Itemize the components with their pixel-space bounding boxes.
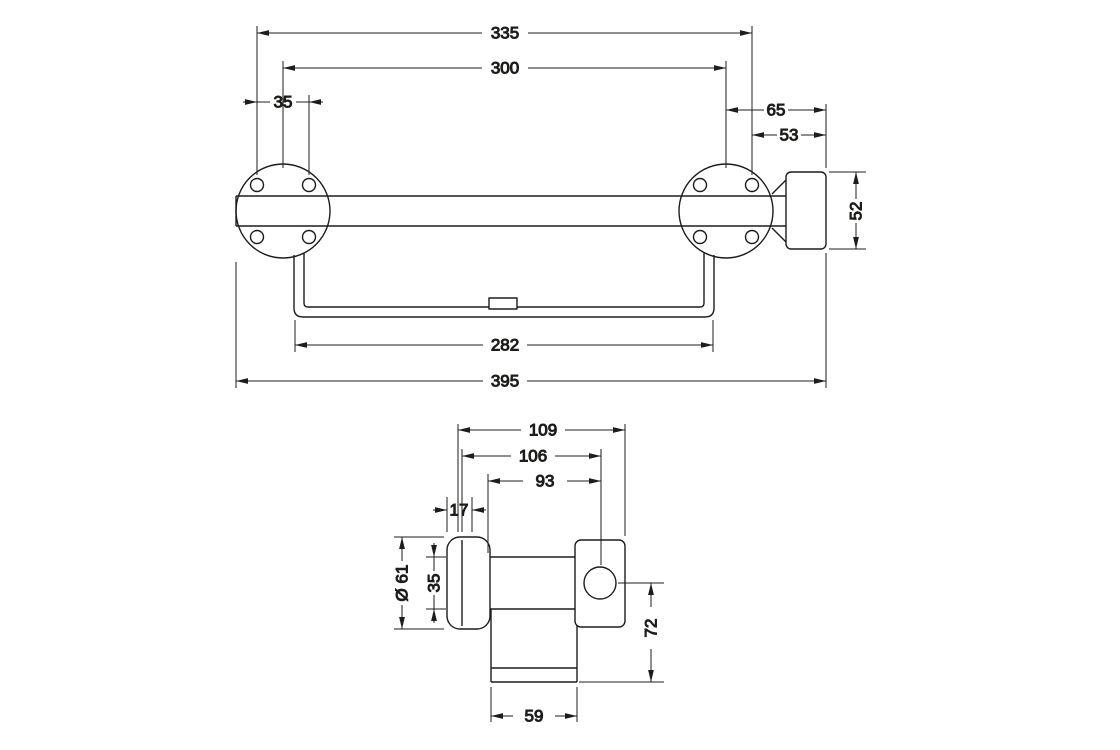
- dim-flange-centers: 300: [282, 58, 727, 168]
- dim-label-106: 106: [519, 447, 547, 466]
- dim-depth-overall: 109: [457, 420, 626, 536]
- screw-hole: [692, 177, 708, 193]
- screw-hole: [301, 177, 317, 193]
- dim-plate-height: 52: [829, 171, 866, 250]
- wall-plate: [785, 171, 827, 250]
- dim-label-395: 395: [491, 372, 519, 391]
- flange-plan-outline: [446, 536, 491, 630]
- holder-bracket: [574, 539, 626, 628]
- flange-outline: [678, 163, 774, 259]
- grab-bar-body: [235, 171, 827, 250]
- screw-hole: [301, 229, 317, 245]
- dim-label-59: 59: [525, 707, 544, 726]
- dim-label-72: 72: [642, 619, 661, 638]
- flange-outline: [235, 163, 331, 259]
- dim-label-93: 93: [536, 472, 555, 491]
- towel-rail: [293, 253, 715, 318]
- screw-hole: [692, 229, 708, 245]
- right-flange: [678, 163, 774, 259]
- dim-label-282: 282: [491, 336, 519, 355]
- dim-flange-thickness: 17: [433, 497, 486, 532]
- dim-hole-spacing: 35: [243, 92, 323, 175]
- rail-outer: [293, 255, 715, 318]
- dim-outer-holes: 335: [256, 23, 753, 175]
- bar-plan: [490, 556, 577, 610]
- rail-clamp: [488, 297, 518, 310]
- screw-hole: [249, 229, 265, 245]
- dim-end-inner: 53: [752, 125, 826, 145]
- screw-hole: [744, 229, 760, 245]
- adapter-chamfer-bottom: [771, 227, 787, 243]
- dim-label-52: 52: [847, 202, 866, 221]
- dim-end-offset: 65: [726, 100, 827, 168]
- dim-label-65: 65: [767, 101, 786, 120]
- rail-plan: [490, 609, 578, 683]
- dim-flange-diameter: Ø 61: [392, 536, 444, 630]
- dim-label-35-top: 35: [425, 574, 444, 593]
- dim-label-diameter-61: Ø 61: [393, 565, 412, 602]
- flange-plan: [446, 536, 491, 630]
- front-view: 335 300 35 65: [235, 23, 866, 391]
- dim-overall-width: 395: [235, 253, 827, 391]
- dim-label-300: 300: [491, 59, 519, 78]
- screw-hole: [249, 177, 265, 193]
- left-flange: [235, 163, 331, 259]
- top-view: 109 106 93 17: [392, 420, 664, 726]
- dim-label-35: 35: [274, 93, 293, 112]
- dim-label-335: 335: [491, 24, 519, 43]
- dim-bar-width: 35: [424, 543, 446, 623]
- dim-holder-depth: 72: [579, 582, 664, 683]
- adapter-chamfer-top: [771, 179, 787, 195]
- dim-label-53: 53: [780, 126, 799, 145]
- dim-rail-length: 282: [294, 320, 714, 355]
- holder-pivot: [583, 566, 617, 600]
- dim-rail-depth: 59: [490, 687, 578, 726]
- dim-label-17: 17: [450, 501, 469, 520]
- dim-depth-to-center: 106: [461, 446, 602, 565]
- dim-depth-inner: 93: [487, 471, 601, 553]
- screw-hole: [744, 177, 760, 193]
- dim-label-109: 109: [529, 421, 557, 440]
